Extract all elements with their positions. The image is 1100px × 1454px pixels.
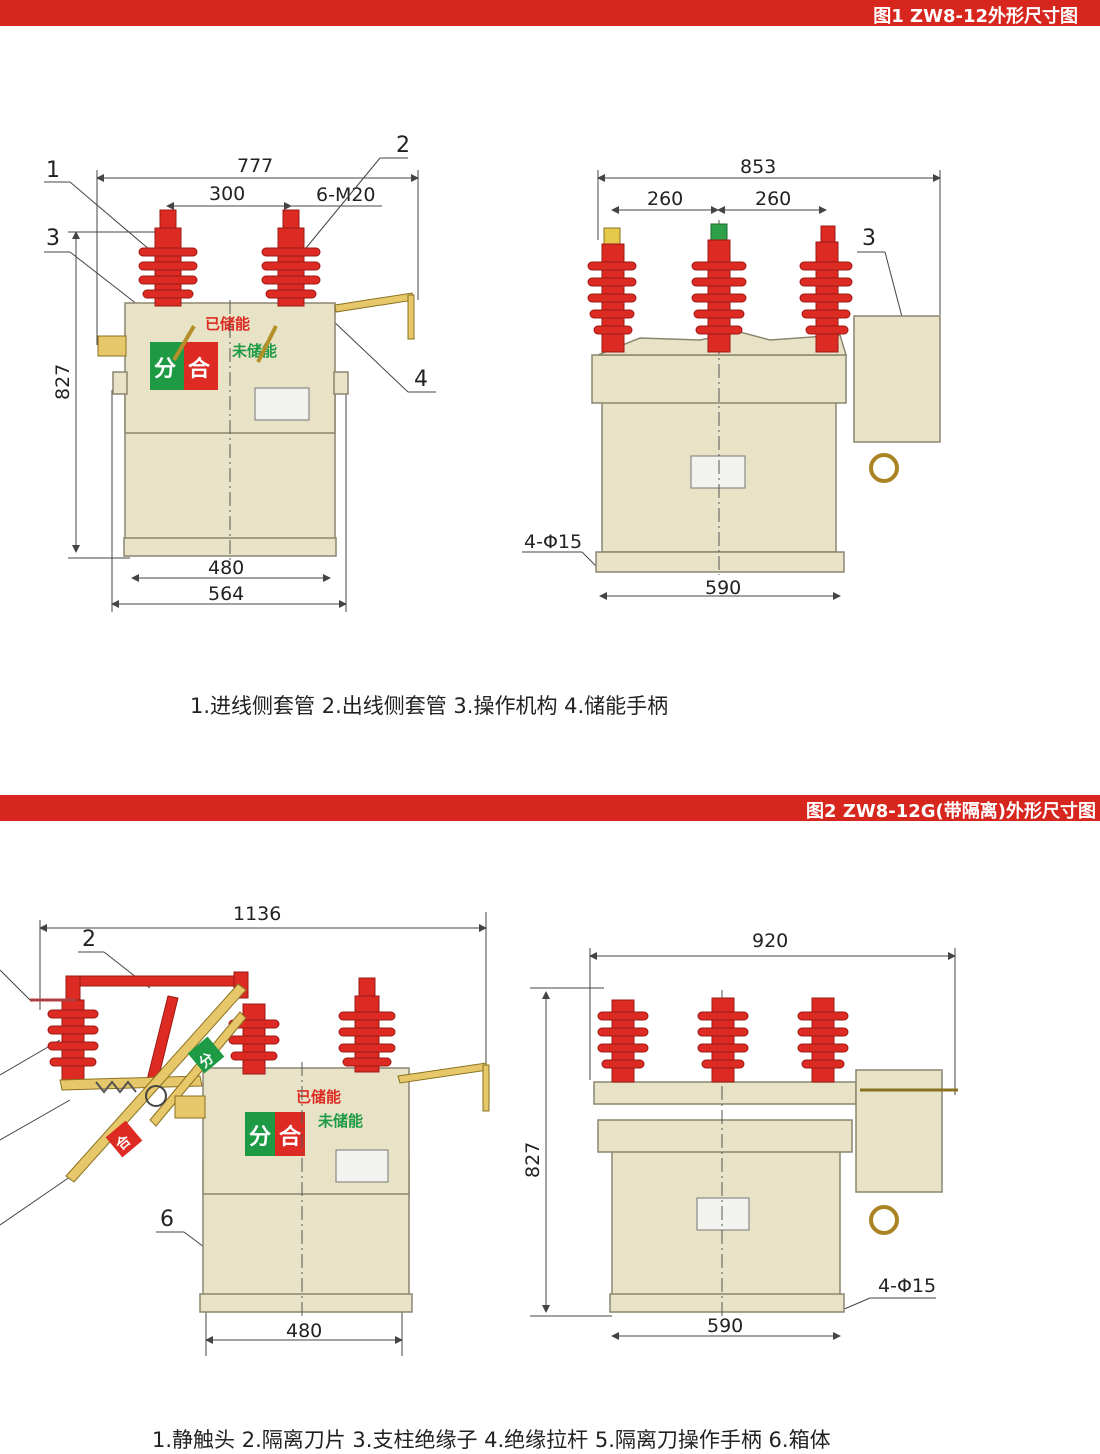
- fig2-charged-text: 已储能: [296, 1088, 341, 1106]
- fig2-close-label: 合: [279, 1124, 302, 1150]
- fig2-dim-920: 920: [752, 930, 788, 952]
- fig1-dim-260-left: 260: [647, 188, 683, 210]
- fig1-dim-300: 300: [209, 183, 245, 205]
- fig2-side-view: 920 827 590 4-Φ15: [522, 930, 958, 1340]
- fig1-close-label: 合: [188, 356, 211, 382]
- fig2-callout-2: 2: [82, 927, 96, 952]
- fig1-callout-2: 2: [396, 133, 410, 158]
- fig2-uncharged-text: 未储能: [317, 1112, 363, 1130]
- fig1-dim-590: 590: [705, 577, 741, 599]
- fig1-close-button: [184, 342, 218, 390]
- fig1-nameplate: [254, 387, 310, 421]
- fig1-dim-6m20: 6-M20: [316, 184, 376, 206]
- fig1-dim-827: 827: [52, 364, 74, 400]
- fig2-open-label: 分: [249, 1125, 271, 1150]
- fig2-dim-4phi15: 4-Φ15: [878, 1275, 936, 1297]
- fig1-front-view: 777 300 6-M20 827 480 564 1 3 2 4: [44, 133, 436, 612]
- fig1-insulator-outgoing: [261, 209, 321, 307]
- figure2-banner: 图2 ZW8-12G(带隔离)外形尺寸图: [0, 795, 1100, 822]
- figure1-legend: 1.进线侧套管 2.出线侧套管 3.操作机构 4.储能手柄: [190, 694, 669, 718]
- fig1-side-callout-3: 3: [862, 226, 876, 251]
- figure2-title: 图2 ZW8-12G(带隔离)外形尺寸图: [806, 801, 1096, 822]
- fig2-front-view: 1136 480 2 6: [0, 903, 490, 1356]
- figure1-title: 图1 ZW8-12外形尺寸图: [873, 6, 1078, 27]
- fig2-open-button: [245, 1112, 275, 1156]
- fig1-charged-text: 已储能: [205, 315, 250, 333]
- fig1-dim-564: 564: [208, 583, 244, 605]
- fig2-dim-480: 480: [286, 1320, 322, 1342]
- fig1-callout-3: 3: [46, 226, 60, 251]
- fig1-dim-4phi15: 4-Φ15: [524, 531, 582, 553]
- fig2-dim-1136: 1136: [233, 903, 281, 925]
- fig1-side-view: 853 260 260 590 4-Φ15 3: [522, 156, 941, 600]
- fig1-insulator-incoming: [138, 209, 198, 307]
- fig1-dim-777: 777: [237, 155, 273, 177]
- fig1-uncharged-text: 未储能: [231, 342, 277, 360]
- figure1-banner: 图1 ZW8-12外形尺寸图: [0, 0, 1100, 27]
- fig2-dim-827: 827: [522, 1142, 544, 1178]
- fig1-side-insulators: [587, 223, 853, 353]
- fig2-dim-590: 590: [707, 1315, 743, 1337]
- fig1-dim-480: 480: [208, 557, 244, 579]
- figure2-legend: 1.静触头 2.隔离刀片 3.支柱绝缘子 4.绝缘拉杆 5.隔离刀操作手柄 6.…: [152, 1428, 831, 1452]
- fig1-dim-853: 853: [740, 156, 776, 178]
- fig1-open-label: 分: [154, 357, 176, 382]
- fig2-side-insulators: [597, 997, 849, 1083]
- fig1-callout-1: 1: [46, 158, 60, 183]
- fig1-callout-4: 4: [414, 367, 428, 392]
- fig2-nameplate: [335, 1149, 389, 1183]
- fig1-dim-260-right: 260: [755, 188, 791, 210]
- fig2-close-button: [275, 1112, 305, 1156]
- fig2-callout-6: 6: [160, 1207, 174, 1232]
